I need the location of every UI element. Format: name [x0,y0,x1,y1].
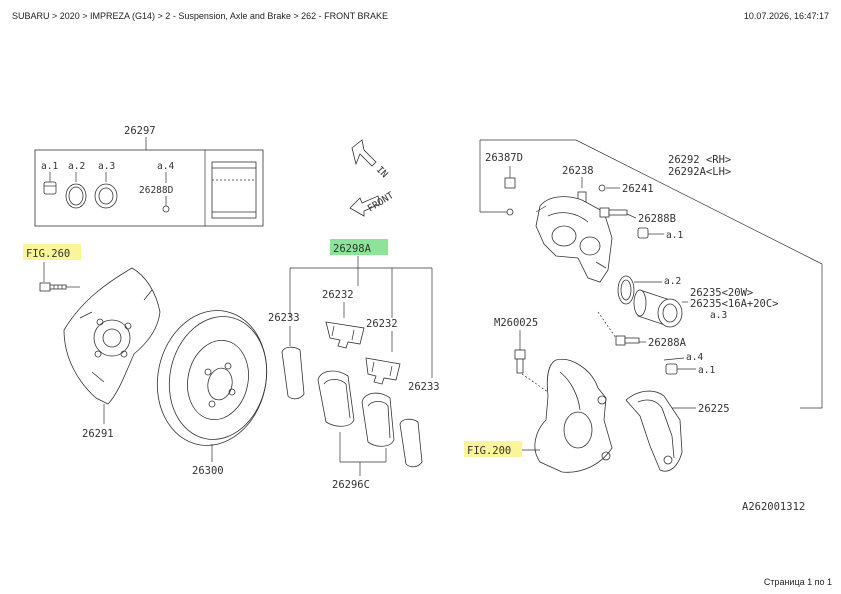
breadcrumb: SUBARU > 2020 > IMPREZA (G14) > 2 - Susp… [12,11,389,21]
part-label-26235[interactable]: 26235<20W> [690,287,753,299]
kit-box-26297 [34,149,264,227]
brake-pad-icon [317,370,355,427]
part-label-26298A[interactable]: 26298A [333,243,372,255]
brake-pad-icon [361,392,395,447]
front-label: FRONT [366,190,396,215]
part-label-26296C[interactable]: 26296C [332,479,370,491]
shim-icon [399,418,423,468]
part-label-a1c[interactable]: a.1 [698,365,715,376]
pad-clip-icon [365,357,401,385]
part-label-26288A[interactable]: 26288A [648,337,687,349]
brake-rotor-icon [156,310,268,446]
bleeder-screw-icon [504,177,516,216]
part-label-26238[interactable]: 26238 [562,165,594,177]
nut-icon [43,172,57,195]
piston-seal-icon [617,275,635,305]
caliper-bracket-icon [625,390,683,472]
diagram-ref-code: A262001312 [742,501,805,513]
bolt-icon [598,184,606,192]
seal-ring-icon [65,172,87,209]
front-arrow-icon: FRONT [349,190,396,217]
bolt-icon [39,282,67,292]
fig-link-260[interactable]: FIG.260 [26,248,70,260]
steering-knuckle-icon [534,358,613,473]
part-label-26292A[interactable]: 26292A<LH> [668,166,731,178]
selected-part-highlight [330,239,388,255]
part-label-26288B[interactable]: 26288B [638,213,676,225]
part-label-26241[interactable]: 26241 [622,183,654,195]
bolt-icon [514,349,526,374]
part-label-a2b[interactable]: a.2 [664,276,681,287]
part-label-a2[interactable]: a.2 [68,161,85,172]
part-label-a3b[interactable]: a.3 [710,310,727,321]
part-label-26291[interactable]: 26291 [82,428,114,440]
in-arrow-icon: IN [351,139,390,180]
fig-link-200-highlight [464,441,522,457]
part-label-a1b[interactable]: a.1 [666,230,683,241]
fig-link-200[interactable]: FIG.200 [467,445,511,457]
page-info: Страница 1 по 1 [763,577,832,587]
guide-pin-bolt-icon [599,207,628,218]
part-label-M260025[interactable]: M260025 [494,317,538,329]
part-label-26233a[interactable]: 26233 [268,312,300,324]
nut-icon [665,363,678,375]
part-label-a3[interactable]: a.3 [98,161,115,172]
part-label-26387D[interactable]: 26387D [485,152,523,164]
part-label-26232b[interactable]: 26232 [366,318,398,330]
part-label-26297[interactable]: 26297 [124,125,156,137]
part-label-a4[interactable]: a.4 [157,161,174,172]
timestamp: 10.07.2026, 16:47:17 [743,11,829,21]
part-label-26288D[interactable]: 26288D [139,185,174,196]
seal-cap-icon [637,227,649,239]
boot-ring-icon [94,172,118,209]
part-label-26300[interactable]: 26300 [192,465,224,477]
part-label-26292[interactable]: 26292 <RH> [668,154,731,166]
part-label-26235b[interactable]: 26235<16A+20C> [690,298,779,310]
fig-link-260-highlight [23,244,81,260]
part-label-a1[interactable]: a.1 [41,161,58,172]
pad-clip-icon [325,321,365,349]
grease-pin-icon [162,172,170,213]
part-label-26232[interactable]: 26232 [322,289,354,301]
caliper-body-icon [535,196,613,283]
grease-tube-icon [211,161,257,219]
guide-pin-bolt-icon [615,335,640,346]
piston-icon [633,289,683,328]
shim-icon [281,346,305,400]
dust-shield-icon [63,267,161,405]
part-label-26233b[interactable]: 26233 [408,381,440,393]
part-label-a4b[interactable]: a.4 [686,352,703,363]
in-label: IN [374,164,390,180]
part-label-26225[interactable]: 26225 [698,403,730,415]
